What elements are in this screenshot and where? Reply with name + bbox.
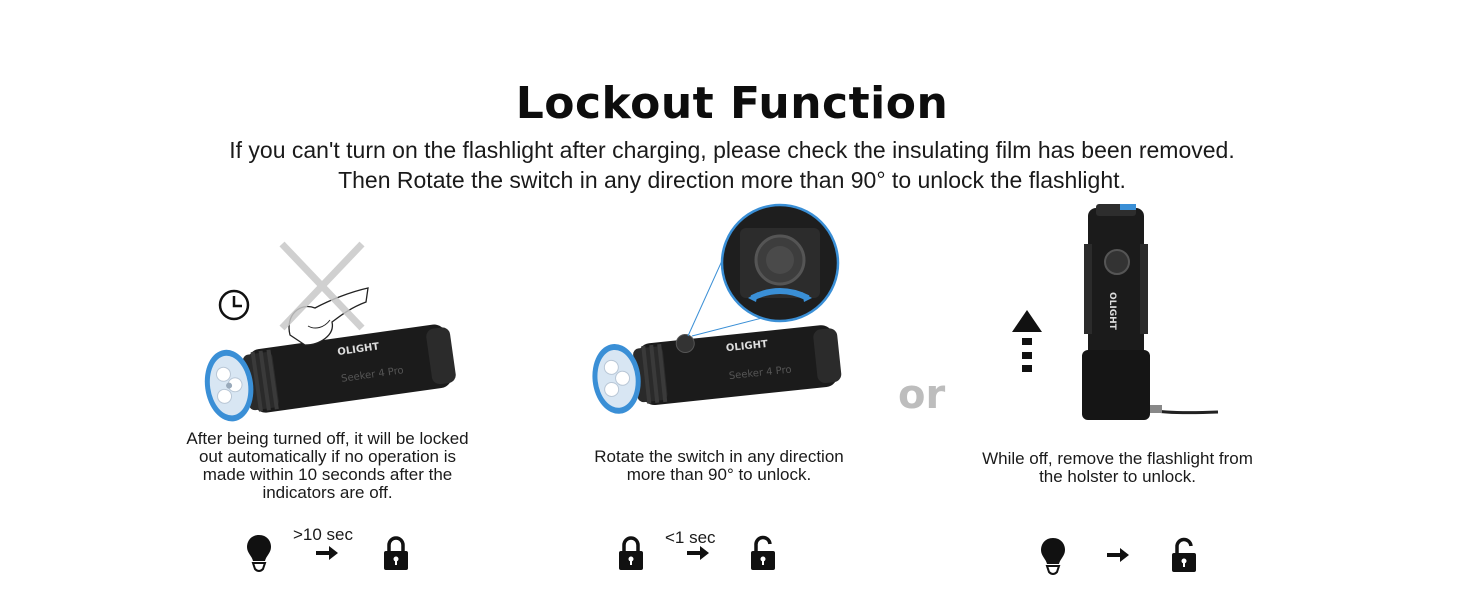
brand-logo: OLIGHT xyxy=(1107,292,1117,331)
or-separator: or xyxy=(898,372,946,418)
bulb-icon xyxy=(247,535,271,572)
desc-line: While off, remove the flashlight from xyxy=(982,449,1253,468)
switch-zoom-bubble xyxy=(720,203,840,323)
page-title: Lockout Function xyxy=(515,78,949,129)
flashlight-image: OLIGHT Seeker 4 Pro xyxy=(592,325,842,414)
prohibited-cross-icon xyxy=(279,241,365,331)
panel-1-illustration: OLIGHT Seeker 4 Pro xyxy=(204,241,456,422)
panel-2-description: Rotate the switch in any direction more … xyxy=(560,448,878,484)
arrow-right-icon xyxy=(1107,548,1129,562)
arrow-right-icon xyxy=(316,546,338,560)
lock-closed-icon xyxy=(384,536,408,570)
lock-open-icon xyxy=(751,535,775,570)
panel-1-description: After being turned off, it will be locke… xyxy=(150,430,505,502)
arrow-right-icon xyxy=(687,546,709,560)
subtitle-line-2: Then Rotate the switch in any direction … xyxy=(338,167,1126,193)
time-label: >10 sec xyxy=(293,525,354,544)
up-arrow-icon xyxy=(1012,310,1042,372)
desc-line: the holster to unlock. xyxy=(1039,467,1196,486)
subtitle-line-1: If you can't turn on the flashlight afte… xyxy=(229,137,1235,163)
flashlight-image: OLIGHT Seeker 4 Pro xyxy=(204,324,456,422)
time-label: <1 sec xyxy=(665,528,716,547)
lock-closed-icon xyxy=(619,536,643,570)
clock-icon xyxy=(218,289,250,321)
desc-line: made within 10 seconds after the xyxy=(202,465,453,484)
desc-line: more than 90° to unlock. xyxy=(626,465,812,484)
panel-2-illustration: OLIGHT Seeker 4 Pro xyxy=(592,203,842,414)
brand-logo: OLIGHT xyxy=(725,339,768,354)
desc-line: Rotate the switch in any direction xyxy=(594,447,844,466)
lock-open-icon xyxy=(1172,537,1196,572)
rotate-arrow-icon xyxy=(748,292,812,302)
bulb-icon xyxy=(1041,538,1065,575)
panel-3-description: While off, remove the flashlight from th… xyxy=(950,450,1285,486)
flashlight-in-holster-image: OLIGHT xyxy=(1082,204,1219,420)
desc-line: out automatically if no operation is xyxy=(198,447,457,466)
desc-line: indicators are off. xyxy=(262,483,393,502)
panel-3-illustration: OLIGHT xyxy=(1012,204,1219,420)
desc-line: After being turned off, it will be locke… xyxy=(186,429,469,448)
